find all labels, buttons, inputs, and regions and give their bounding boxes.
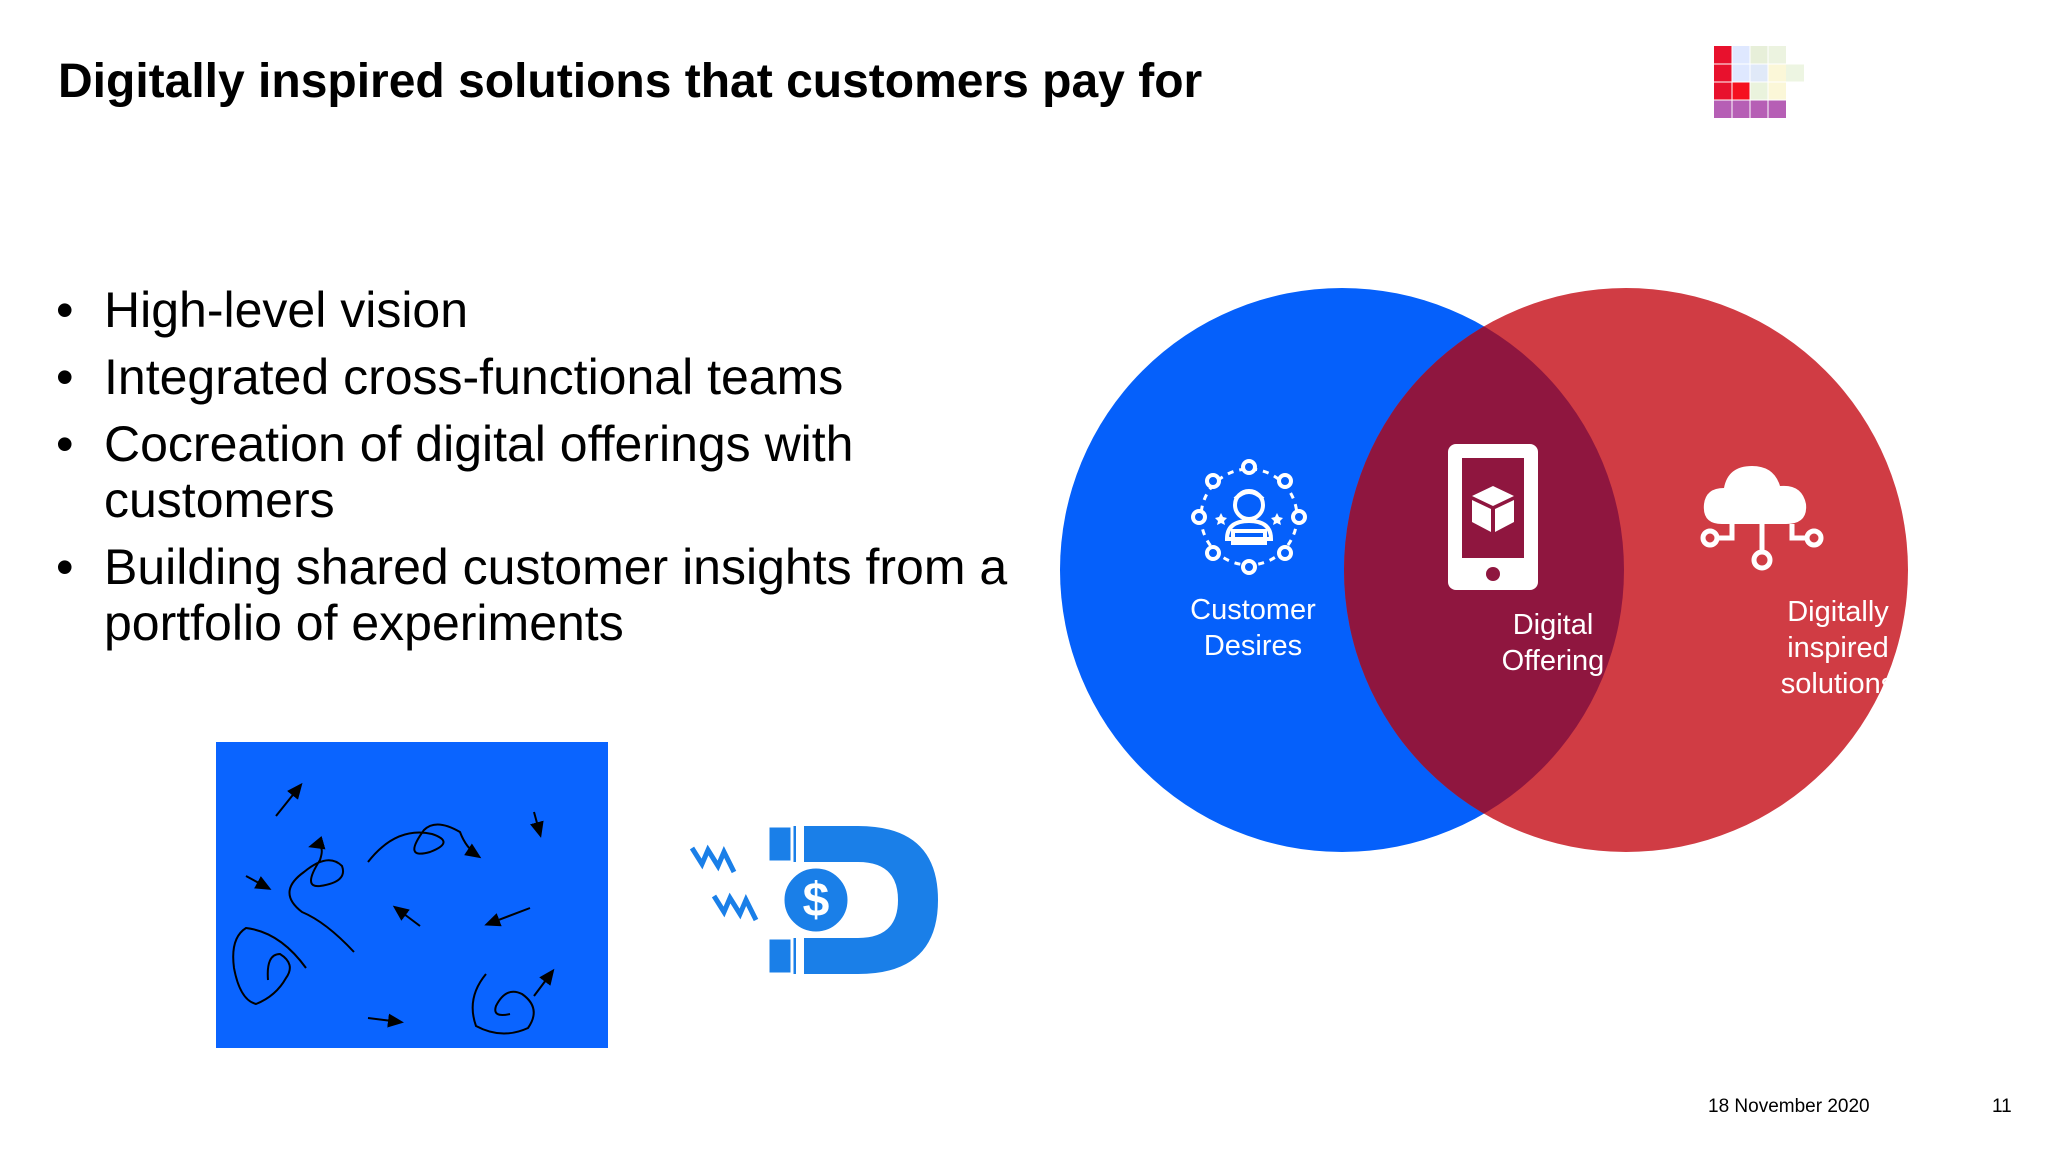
footer-date: 18 November 2020 [1708,1096,1870,1117]
bullet-item: • High-level vision [56,282,1016,338]
cloud-network-icon [1700,466,1824,571]
money-magnet-icon: $ [689,824,938,976]
bullet-text: High-level vision [104,282,469,338]
bullet-item: • Cocreation of digital offerings with c… [56,416,1016,528]
bullet-list: • High-level vision • Integrated cross-f… [56,282,1016,662]
footer-page-number: 11 [1992,1096,2012,1117]
bullet-marker: • [56,349,74,405]
venn-shapes [1060,288,1908,852]
scattered-arrows-illustration [216,742,608,1048]
bullet-item: • Building shared customer insights from… [56,539,1016,651]
bullet-text: Integrated cross-functional teams [104,349,844,405]
bullet-marker: • [56,539,74,595]
venn-label-line: Digital [1512,609,1594,641]
bullet-item: • Integrated cross-functional teams [56,349,1016,405]
venn-label-customer-desires: Customer Desires [1143,592,1363,664]
venn-label-digitally-inspired-solutions: Digitally inspired solutions [1728,594,1948,702]
customer-network-icon [1191,459,1307,575]
venn-overlap-digital-offering [1344,288,1624,852]
scattered-arrows-icon [232,782,555,1035]
slide-title: Digitally inspired solutions that custom… [58,55,1203,108]
bullet-marker: • [56,416,74,472]
bullet-text: Building shared customer insights from a… [104,539,1008,651]
bullet-marker: • [56,282,74,338]
venn-label-line: solutions [1780,668,1896,700]
venn-label-line: Offering [1501,645,1605,677]
smartphone-box-icon [1448,444,1538,590]
venn-label-line: Digitally [1787,596,1889,628]
svg-text:$: $ [803,874,830,927]
venn-label-digital-offering: Digital Offering [1443,607,1663,679]
venn-label-line: inspired [1787,632,1889,664]
venn-label-line: Desires [1203,630,1303,662]
venn-label-line: Customer [1190,594,1316,626]
colored-blocks-logo [1714,46,1804,118]
bullet-text: Cocreation of digital offerings with cus… [104,416,854,528]
venn-diagram: Customer Desires Digital Offering Digita… [1060,282,1920,862]
